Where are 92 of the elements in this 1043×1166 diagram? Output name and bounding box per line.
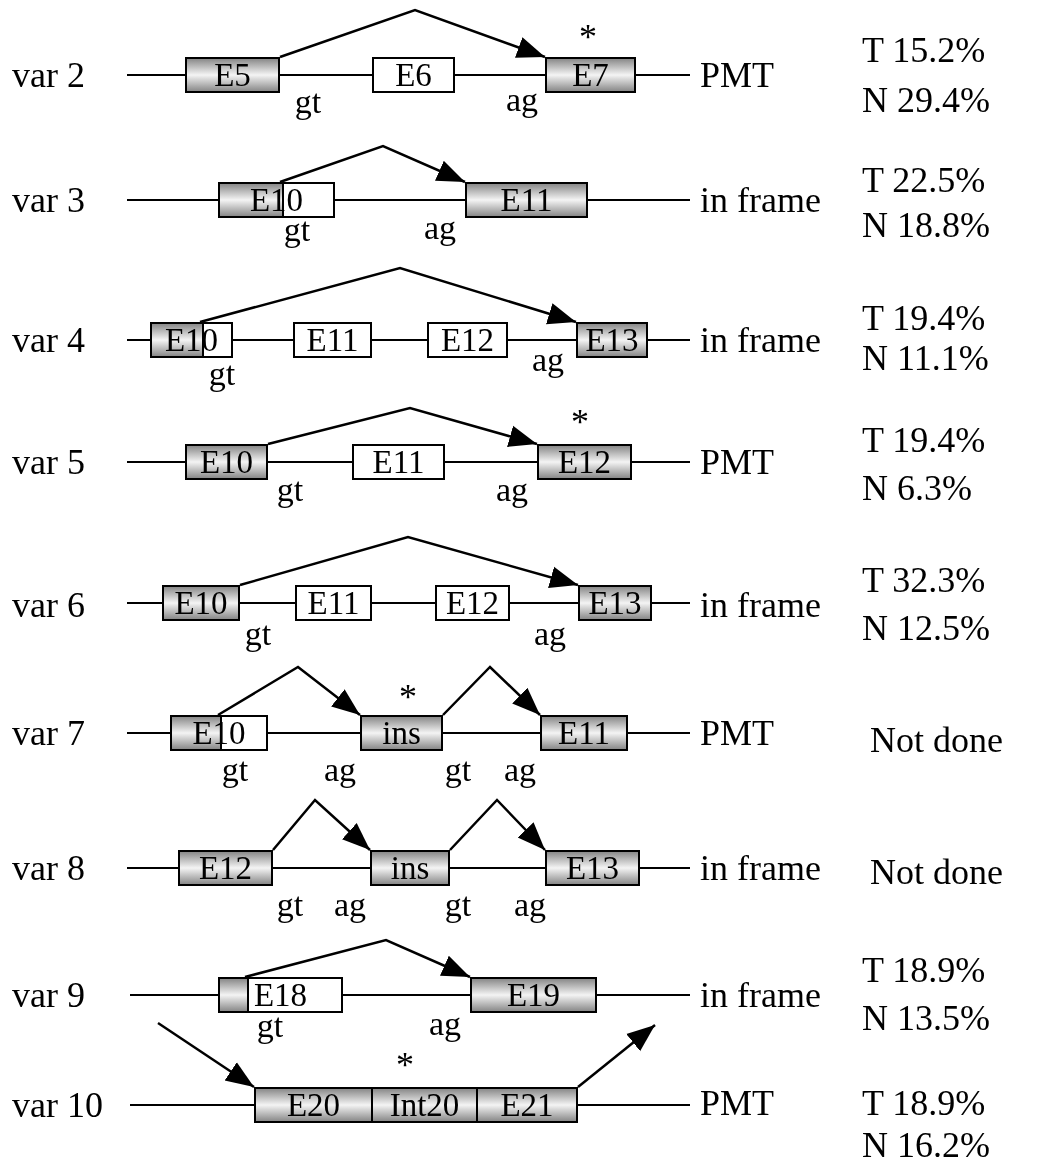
variant-label: var 2 (12, 57, 85, 93)
splice-arrow (239, 535, 579, 588)
splice-site-label: ag (533, 617, 567, 651)
exon-box: E12 (537, 444, 632, 480)
exon-box: E10 (162, 585, 240, 621)
splice-site-label: gt (294, 85, 322, 119)
variant-label: var 6 (12, 587, 85, 623)
exon-box: E11 (465, 182, 588, 218)
frequency-label: T 22.5% (862, 162, 986, 198)
variant-label: var 7 (12, 715, 85, 751)
arrow (577, 1024, 656, 1088)
frequency-label: T 32.3% (862, 562, 986, 598)
exon-box: ins (360, 715, 443, 751)
frequency-label: T 19.4% (862, 422, 986, 458)
exon-box: E12 (178, 850, 273, 886)
splice-arrow (279, 8, 546, 59)
splice-arrow (279, 144, 466, 184)
exon-box: E20 (254, 1087, 373, 1123)
splice-site-label: ag (495, 473, 529, 507)
splice-site-label: gt (444, 888, 472, 922)
stop-codon-mark: * (579, 19, 597, 55)
skipped-exon-box: E11 (295, 585, 372, 621)
variant-label: var 4 (12, 322, 85, 358)
skipped-exon-box: E12 (435, 585, 510, 621)
outcome-label: in frame (700, 182, 821, 218)
variant-label: var 3 (12, 182, 85, 218)
outcome-label: PMT (700, 715, 775, 751)
frequency-label: Not done (870, 854, 1003, 890)
frequency-label: T 19.4% (862, 300, 986, 336)
exon-box: E7 (545, 57, 636, 93)
splice-site-label: ag (423, 211, 457, 245)
splice-site-label: ag (503, 753, 537, 787)
splice-site-label: ag (513, 888, 547, 922)
frequency-label: N 12.5% (862, 610, 990, 646)
outcome-label: in frame (700, 587, 821, 623)
splice-site-label: gt (208, 357, 236, 391)
splice-arrow (442, 665, 541, 716)
frequency-label: N 29.4% (862, 82, 990, 118)
stop-codon-mark: * (396, 1047, 414, 1083)
exon-box: E11 (540, 715, 628, 751)
exon-box: E13 (576, 322, 648, 358)
exon-box: E13 (578, 585, 652, 621)
splice-arrow (199, 266, 577, 325)
frequency-label: N 16.2% (862, 1127, 990, 1163)
splice-site-label: ag (505, 83, 539, 117)
exon-box: ins (370, 850, 450, 886)
splice-arrow (217, 665, 361, 717)
exon-box: E21 (476, 1087, 578, 1123)
splice-site-label: gt (221, 753, 249, 787)
stop-codon-mark: * (399, 679, 417, 715)
splice-site-label: ag (333, 888, 367, 922)
skipped-exon-box: E11 (293, 322, 372, 358)
splice-site-label: ag (428, 1007, 462, 1041)
splice-arrow (244, 938, 471, 979)
splice-site-label: ag (531, 343, 565, 377)
splice-arrow (272, 798, 371, 851)
splice-site-label: ag (323, 753, 357, 787)
skipped-exon-box: E12 (427, 322, 508, 358)
exon-box: E13 (545, 850, 640, 886)
variant-label: var 9 (12, 977, 85, 1013)
frequency-label: N 18.8% (862, 207, 990, 243)
outcome-label: PMT (700, 1085, 775, 1121)
splice-arrow (267, 406, 538, 447)
skipped-exon-box: E6 (372, 57, 455, 93)
outcome-label: PMT (700, 57, 775, 93)
frequency-label: N 13.5% (862, 1000, 990, 1036)
stop-codon-mark: * (571, 404, 589, 440)
variant-label: var 8 (12, 850, 85, 886)
outcome-label: in frame (700, 977, 821, 1013)
outcome-label: in frame (700, 850, 821, 886)
outcome-label: in frame (700, 322, 821, 358)
frequency-label: T 15.2% (862, 32, 986, 68)
frequency-label: N 6.3% (862, 470, 972, 506)
frequency-label: Not done (870, 722, 1003, 758)
splice-site-label: gt (276, 888, 304, 922)
variant-label: var 5 (12, 444, 85, 480)
splice-site-label: gt (244, 617, 272, 651)
skipped-exon-box: E11 (352, 444, 445, 480)
arrow (157, 1021, 255, 1089)
variant-label: var 10 (12, 1087, 103, 1123)
exon-box: E5 (185, 57, 280, 93)
frequency-label: T 18.9% (862, 1085, 986, 1121)
exon-box: Int20 (371, 1087, 478, 1123)
exon-box: E10 (185, 444, 268, 480)
partial-exon-box: E18 (218, 977, 343, 1013)
frequency-label: N 11.1% (862, 340, 989, 376)
splice-arrow (449, 798, 546, 851)
exon-box: E19 (470, 977, 597, 1013)
splice-site-label: gt (276, 473, 304, 507)
splice-site-label: gt (444, 753, 472, 787)
outcome-label: PMT (700, 444, 775, 480)
frequency-label: T 18.9% (862, 952, 986, 988)
